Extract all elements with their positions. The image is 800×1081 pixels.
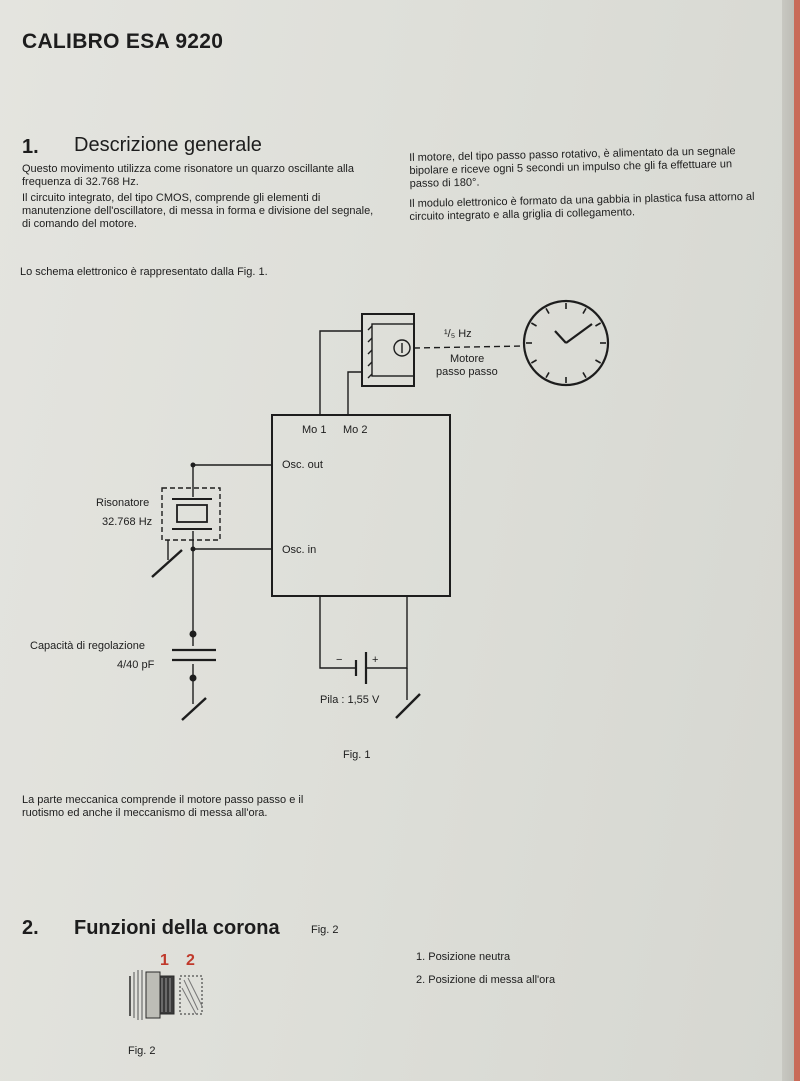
battery-label: Pila : 1,55 V	[320, 694, 380, 706]
page-title: CALIBRO ESA 9220	[22, 30, 224, 53]
clock-minute-hand	[565, 323, 593, 344]
section1-title: Descrizione generale	[74, 134, 262, 156]
resonator-shield	[161, 487, 221, 541]
motor-rotor	[393, 339, 411, 357]
freq-label: ¹/₅ Hz	[444, 328, 472, 340]
osc-out-wire	[192, 464, 272, 497]
binder-edge	[794, 0, 800, 1081]
clock-tick	[530, 359, 537, 364]
schematic-diagram	[151, 299, 610, 721]
shield-ground	[151, 549, 183, 578]
battery-plus: +	[372, 654, 379, 666]
section1-para2: Il circuito integrato, del tipo CMOS, co…	[22, 192, 374, 230]
crystal	[176, 504, 208, 523]
crown-position-2-label: 2	[186, 952, 195, 969]
osc-in-label: Osc. in	[282, 544, 317, 556]
clock-tick	[582, 372, 587, 379]
crown-item-2: 2. Posizione di messa all'ora	[416, 974, 556, 986]
battery-wire-left	[319, 596, 356, 669]
motor-slot	[371, 323, 415, 377]
capacitor-trimmer-dot-top	[189, 630, 197, 638]
clock-tick	[545, 372, 550, 379]
clock-tick	[595, 322, 602, 327]
clock-face	[522, 299, 610, 387]
crown-position-1-label: 1	[160, 952, 169, 969]
motor-label-2: passo passo	[436, 366, 498, 378]
battery-ground	[395, 693, 421, 719]
ic-box	[271, 414, 451, 597]
resonator-label-1: Risonatore	[96, 497, 150, 509]
clock-tick	[582, 307, 587, 314]
clock-tick	[595, 359, 602, 364]
mo1-wire	[319, 330, 362, 415]
motor-clock-link	[413, 345, 525, 349]
schema-intro: Lo schema elettronico è rappresentato da…	[20, 266, 268, 278]
mo2-wire	[347, 371, 362, 415]
section2-title: Funzioni della corona	[74, 917, 280, 939]
crown-item-1: 1. Posizione neutra	[416, 951, 511, 963]
osc-out-label: Osc. out	[282, 459, 323, 471]
clock-hour-hand	[554, 330, 567, 344]
section1-number: 1.	[22, 136, 39, 158]
manual-page	[0, 0, 782, 1081]
motor-label-1: Motore	[450, 353, 485, 365]
section2-fig-ref: Fig. 2	[311, 924, 339, 936]
section1-para1: Questo movimento utilizza come risonator…	[22, 163, 354, 188]
section2-number: 2.	[22, 917, 39, 939]
motor-stator	[361, 313, 415, 387]
osc-in-wire	[192, 531, 272, 550]
figure1-caption: Fig. 1	[343, 749, 371, 761]
capacitor-trimmer-dot-bottom	[189, 674, 197, 682]
capacitor-label-2: 4/40 pF	[117, 659, 155, 671]
mo1-label: Mo 1	[302, 424, 327, 436]
clock-tick	[530, 322, 537, 327]
resonator-label-2: 32.768 Hz	[102, 516, 153, 528]
figure2-caption: Fig. 2	[128, 1045, 156, 1057]
mo2-label: Mo 2	[343, 424, 368, 436]
mechanics-text: La parte meccanica comprende il motore p…	[22, 794, 304, 819]
capacitor-label-1: Capacità di regolazione	[30, 640, 145, 652]
clock-tick	[545, 307, 550, 314]
capacitor-ground	[181, 697, 207, 721]
stator-hatching	[367, 325, 373, 379]
battery-minus: −	[336, 654, 343, 666]
